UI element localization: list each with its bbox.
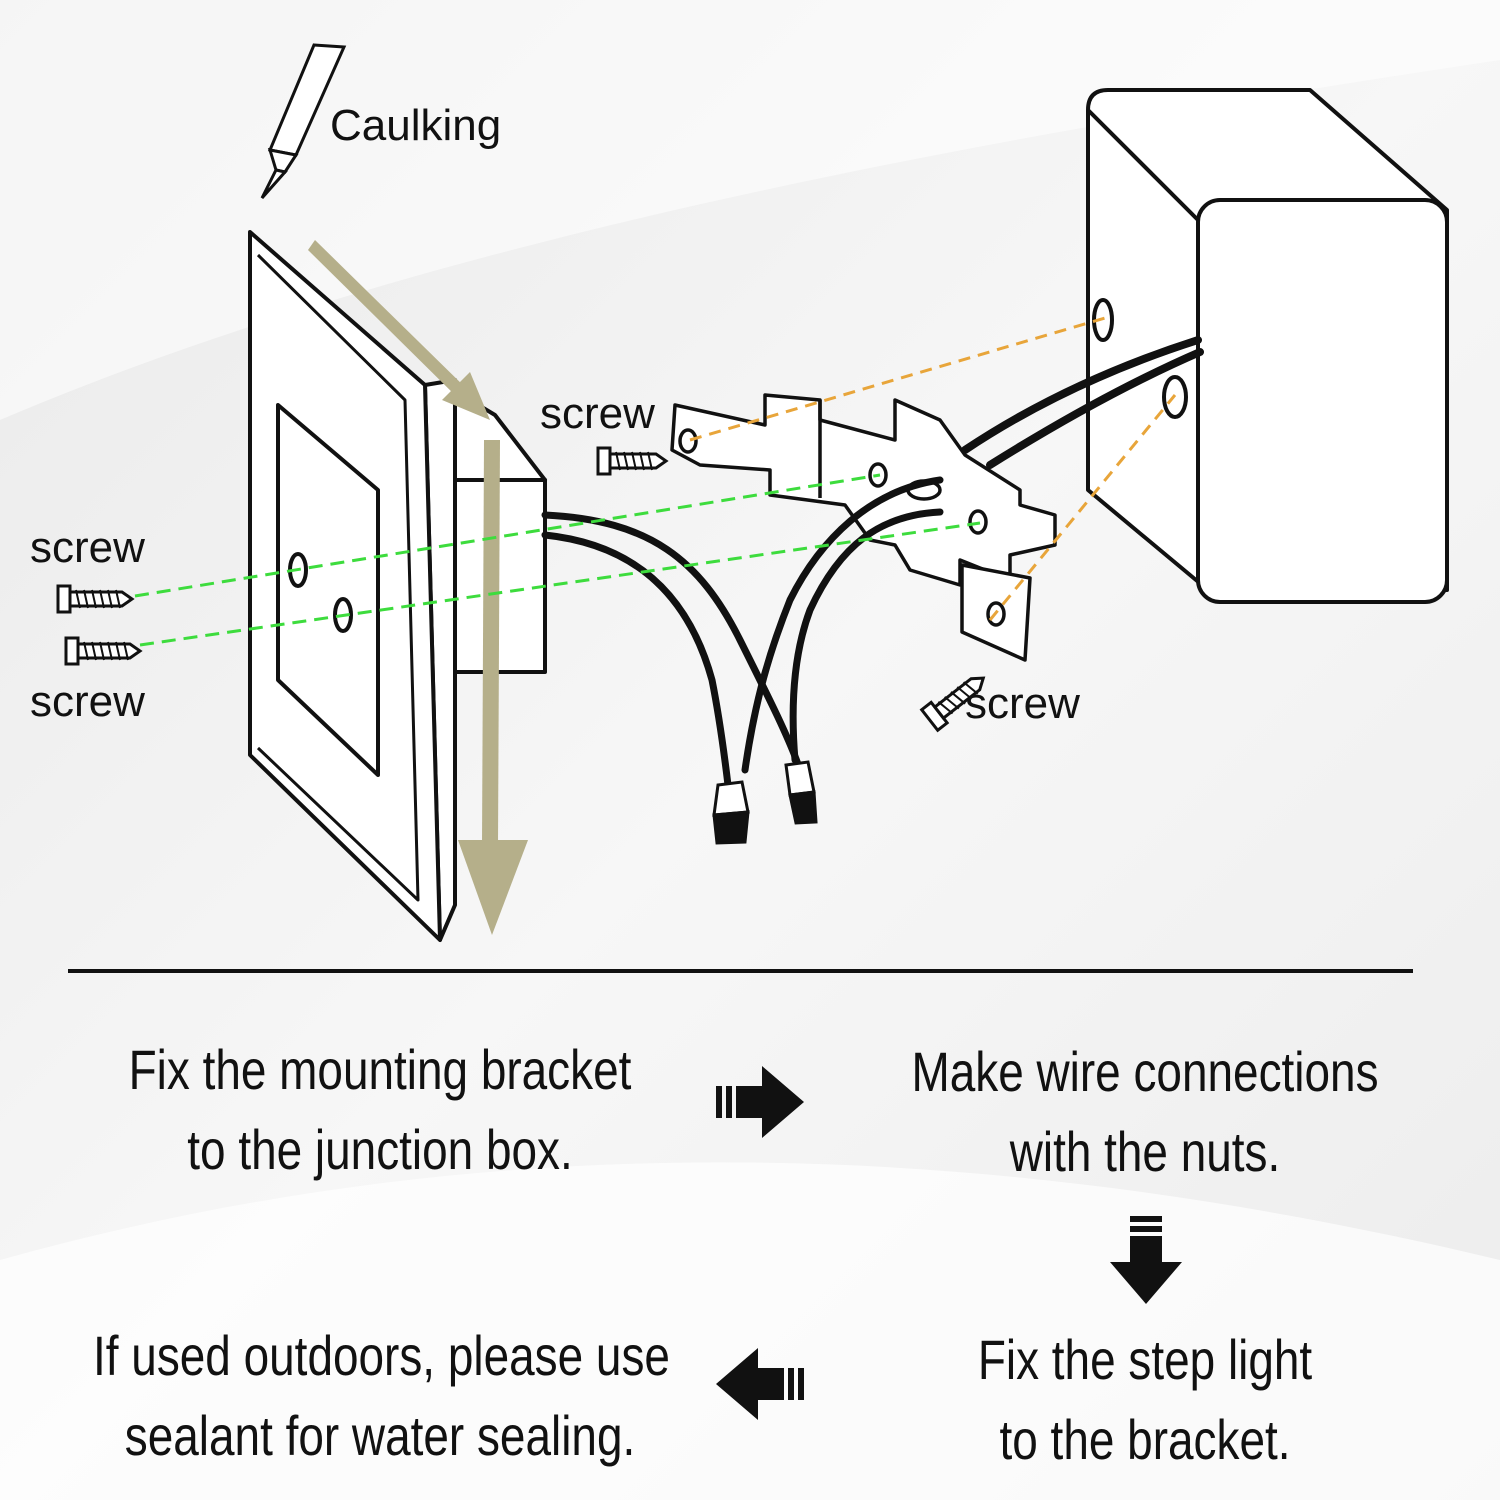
- down-arrow-icon: [1110, 1216, 1182, 1304]
- screw-icon: [919, 676, 986, 733]
- screw-label-bracket-bottom: screw: [965, 679, 1080, 728]
- section-divider: [68, 969, 1413, 973]
- right-arrow-icon: [716, 1066, 804, 1138]
- screw-icon: [596, 446, 669, 476]
- left-arrow-icon: [716, 1348, 804, 1420]
- caulking-label: Caulking: [330, 101, 501, 150]
- screw-label-bracket-top: screw: [540, 389, 655, 438]
- step-light-fixture: [248, 230, 547, 942]
- step-4-line-1: If used outdoors, please use: [93, 1324, 670, 1387]
- caulking-direction-arrow: [308, 240, 528, 935]
- fixture-wires: [541, 511, 804, 789]
- step-2-line-1: Make wire connections: [911, 1040, 1379, 1103]
- screw-icon: [56, 584, 135, 614]
- caulking-tube-icon: [260, 43, 347, 199]
- step-3-line-1: Fix the step light: [977, 1328, 1313, 1391]
- bracket-wires: [741, 476, 944, 774]
- installation-diagram: Caulking: [30, 43, 1449, 942]
- green-guide-lines: [134, 473, 981, 647]
- screw-label-left-top: screw: [30, 523, 145, 572]
- step-2-line-2: with the nuts.: [1009, 1120, 1281, 1183]
- step-4-text: If used outdoors, please use sealant for…: [93, 1316, 670, 1476]
- step-1-line-1: Fix the mounting bracket: [128, 1038, 632, 1101]
- screw-label-left-bottom: screw: [30, 677, 145, 726]
- step-1-line-2: to the junction box.: [187, 1118, 573, 1181]
- step-3-line-2: to the bracket.: [999, 1408, 1291, 1471]
- step-2-text: Make wire connections with the nuts.: [887, 1032, 1404, 1192]
- junction-box: [1086, 88, 1449, 604]
- wire-nut-icon: [712, 760, 818, 845]
- orange-guide-lines: [689, 316, 1177, 621]
- step-1-text: Fix the mounting bracket to the junction…: [118, 1030, 643, 1190]
- junction-box-wires: [961, 336, 1204, 469]
- screw-icon: [64, 636, 143, 666]
- step-3-text: Fix the step light to the bracket.: [895, 1320, 1395, 1480]
- step-4-line-2: sealant for water sealing.: [124, 1404, 636, 1467]
